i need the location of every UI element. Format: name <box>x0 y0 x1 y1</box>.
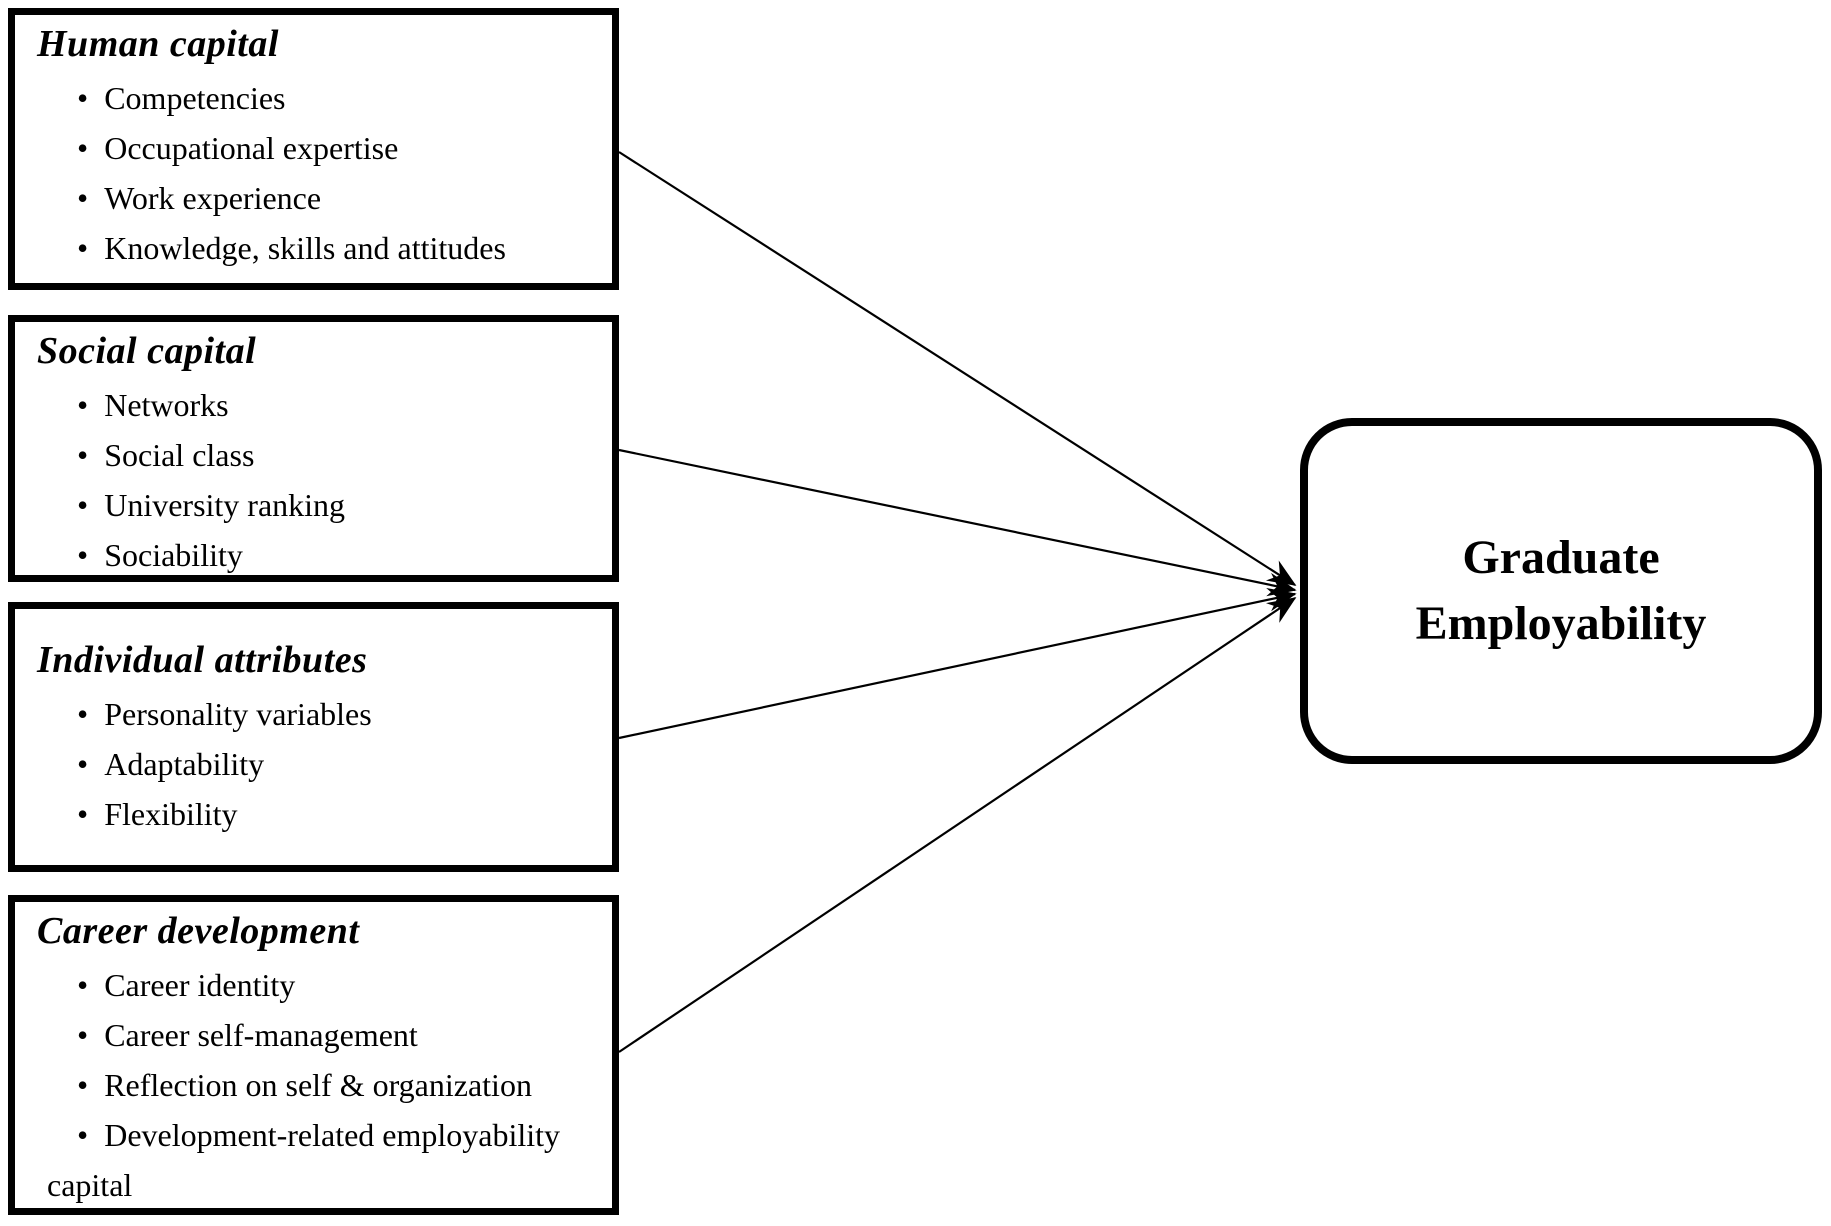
list-item-label: Competencies <box>104 80 286 116</box>
list-item: Occupational expertise <box>31 123 598 173</box>
list-item-label: Adaptability <box>104 746 265 782</box>
list-item-label: Knowledge, skills and attitudes <box>104 230 506 266</box>
list-item: Adaptability <box>31 739 598 789</box>
list-item: Networks <box>31 380 598 430</box>
list-item-label: Development-related employability capita… <box>47 1117 561 1203</box>
list-item: Career self-management <box>31 1010 598 1060</box>
graduate-employability-box: Graduate Employability <box>1300 418 1822 764</box>
list-item-label: Social class <box>104 437 255 473</box>
factor-box-social-capital: Social capital Networks Social class Uni… <box>8 315 619 582</box>
outcome-label: Graduate Employability <box>1415 531 1707 650</box>
bullet-list-social-capital: Networks Social class University ranking… <box>31 380 598 580</box>
list-item-label: Reflection on self & organization <box>104 1067 532 1103</box>
list-item-label: Work experience <box>104 180 322 216</box>
box-title-human-capital: Human capital <box>37 23 279 65</box>
list-item-label: Networks <box>104 387 229 423</box>
arrow-career-development <box>618 597 1297 1053</box>
factor-box-career-development: Career development Career identity Caree… <box>8 895 619 1215</box>
list-item: University ranking <box>31 480 598 530</box>
list-item: Social class <box>31 430 598 480</box>
list-item: Competencies <box>31 73 598 123</box>
list-item-label: Personality variables <box>104 696 372 732</box>
list-item: Personality variables <box>31 689 598 739</box>
list-item-label: University ranking <box>104 487 346 523</box>
list-item: Career identity <box>31 960 598 1010</box>
factor-box-human-capital: Human capital Competencies Occupational … <box>8 8 619 290</box>
box-title-career-development: Career development <box>37 910 360 952</box>
list-item: Work experience <box>31 173 598 223</box>
box-title-individual-attributes: Individual attributes <box>37 639 368 681</box>
factor-box-individual-attributes: Individual attributes Personality variab… <box>8 602 619 872</box>
list-item: Flexibility <box>31 789 598 839</box>
list-item-label: Flexibility <box>104 796 238 832</box>
list-item: Knowledge, skills and attitudes <box>31 223 598 273</box>
list-item-label: Career identity <box>104 967 296 1003</box>
arrow-social-capital <box>618 448 1297 597</box>
list-item-label: Career self-management <box>104 1017 418 1053</box>
box-title-social-capital: Social capital <box>37 330 257 372</box>
list-item-label: Occupational expertise <box>104 130 399 166</box>
bullet-list-human-capital: Competencies Occupational expertise Work… <box>31 73 598 273</box>
list-item-label: Sociability <box>104 537 243 573</box>
bullet-list-career-development: Career identity Career self-management R… <box>31 960 598 1210</box>
arrow-individual-attributes <box>618 587 1297 740</box>
list-item: Development-related employability capita… <box>31 1110 598 1210</box>
list-item: Reflection on self & organization <box>31 1060 598 1110</box>
list-item: Sociability <box>31 530 598 580</box>
bullet-list-individual-attributes: Personality variables Adaptability Flexi… <box>31 689 598 839</box>
arrow-human-capital <box>618 151 1297 586</box>
